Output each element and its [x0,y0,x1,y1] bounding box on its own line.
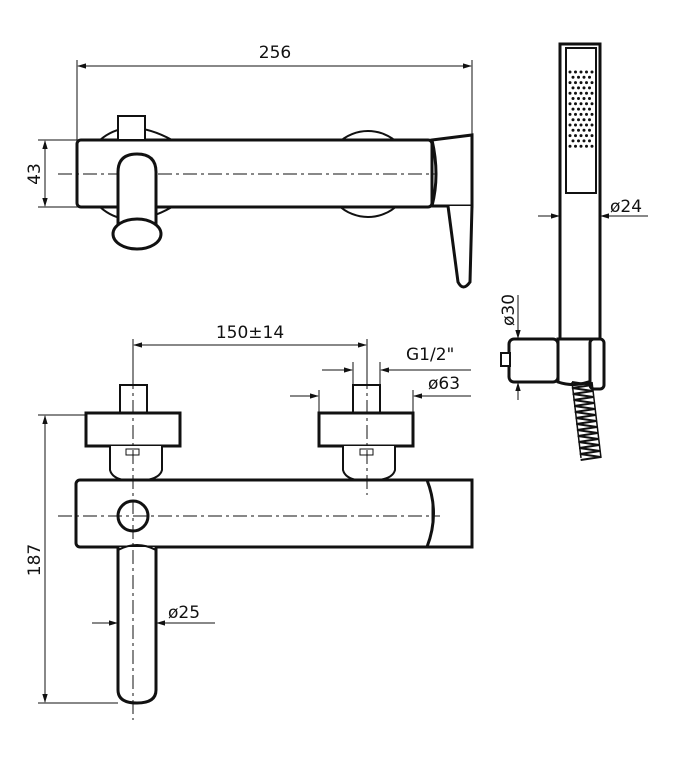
dim-thread: G1/2" [322,345,471,388]
spacing-label: 150±14 [216,323,284,343]
top-spout [116,152,158,237]
shower-hose [571,381,602,461]
front-spout [116,547,158,705]
holder-wall-plate [588,337,606,391]
top-lever [446,205,474,289]
holder-outlet-tip [500,352,511,367]
dim-spout-diameter: ø25 [92,603,215,626]
holder-diameter-label: ø30 [499,294,519,326]
front-view: 150±14 G1/2" ø63 187 [25,323,474,720]
front-lever-cap [424,478,474,549]
top-view: 256 43 [25,43,474,289]
overall-width-label: 256 [259,43,291,63]
spray-nozzles [568,70,594,148]
spout-diameter-label: ø25 [168,603,200,623]
handle-diameter-label: ø24 [610,197,642,217]
right-nut [342,446,396,481]
holder-outlet [507,337,560,384]
dim-total-height: 187 [25,414,118,704]
right-flange [317,411,415,448]
thread-label: G1/2" [406,345,454,365]
left-nut [109,446,163,481]
dim-overall-width: 256 [76,43,473,142]
top-inlet-stub [117,115,146,141]
total-height-label: 187 [25,544,45,576]
dim-holder-diameter: ø30 [499,294,521,400]
flange-diameter-label: ø63 [428,374,460,394]
spout-joint [117,544,157,551]
dim-spacing: 150±14 [132,323,368,385]
body-height-label: 43 [25,163,45,185]
dim-flange-diameter: ø63 [290,374,471,412]
hand-shower-head [565,47,597,194]
side-view: ø24 ø30 [499,42,648,461]
dim-handle-diameter: ø24 [538,197,648,219]
top-lever-cap [430,133,474,208]
top-spout-outlet [111,217,163,251]
